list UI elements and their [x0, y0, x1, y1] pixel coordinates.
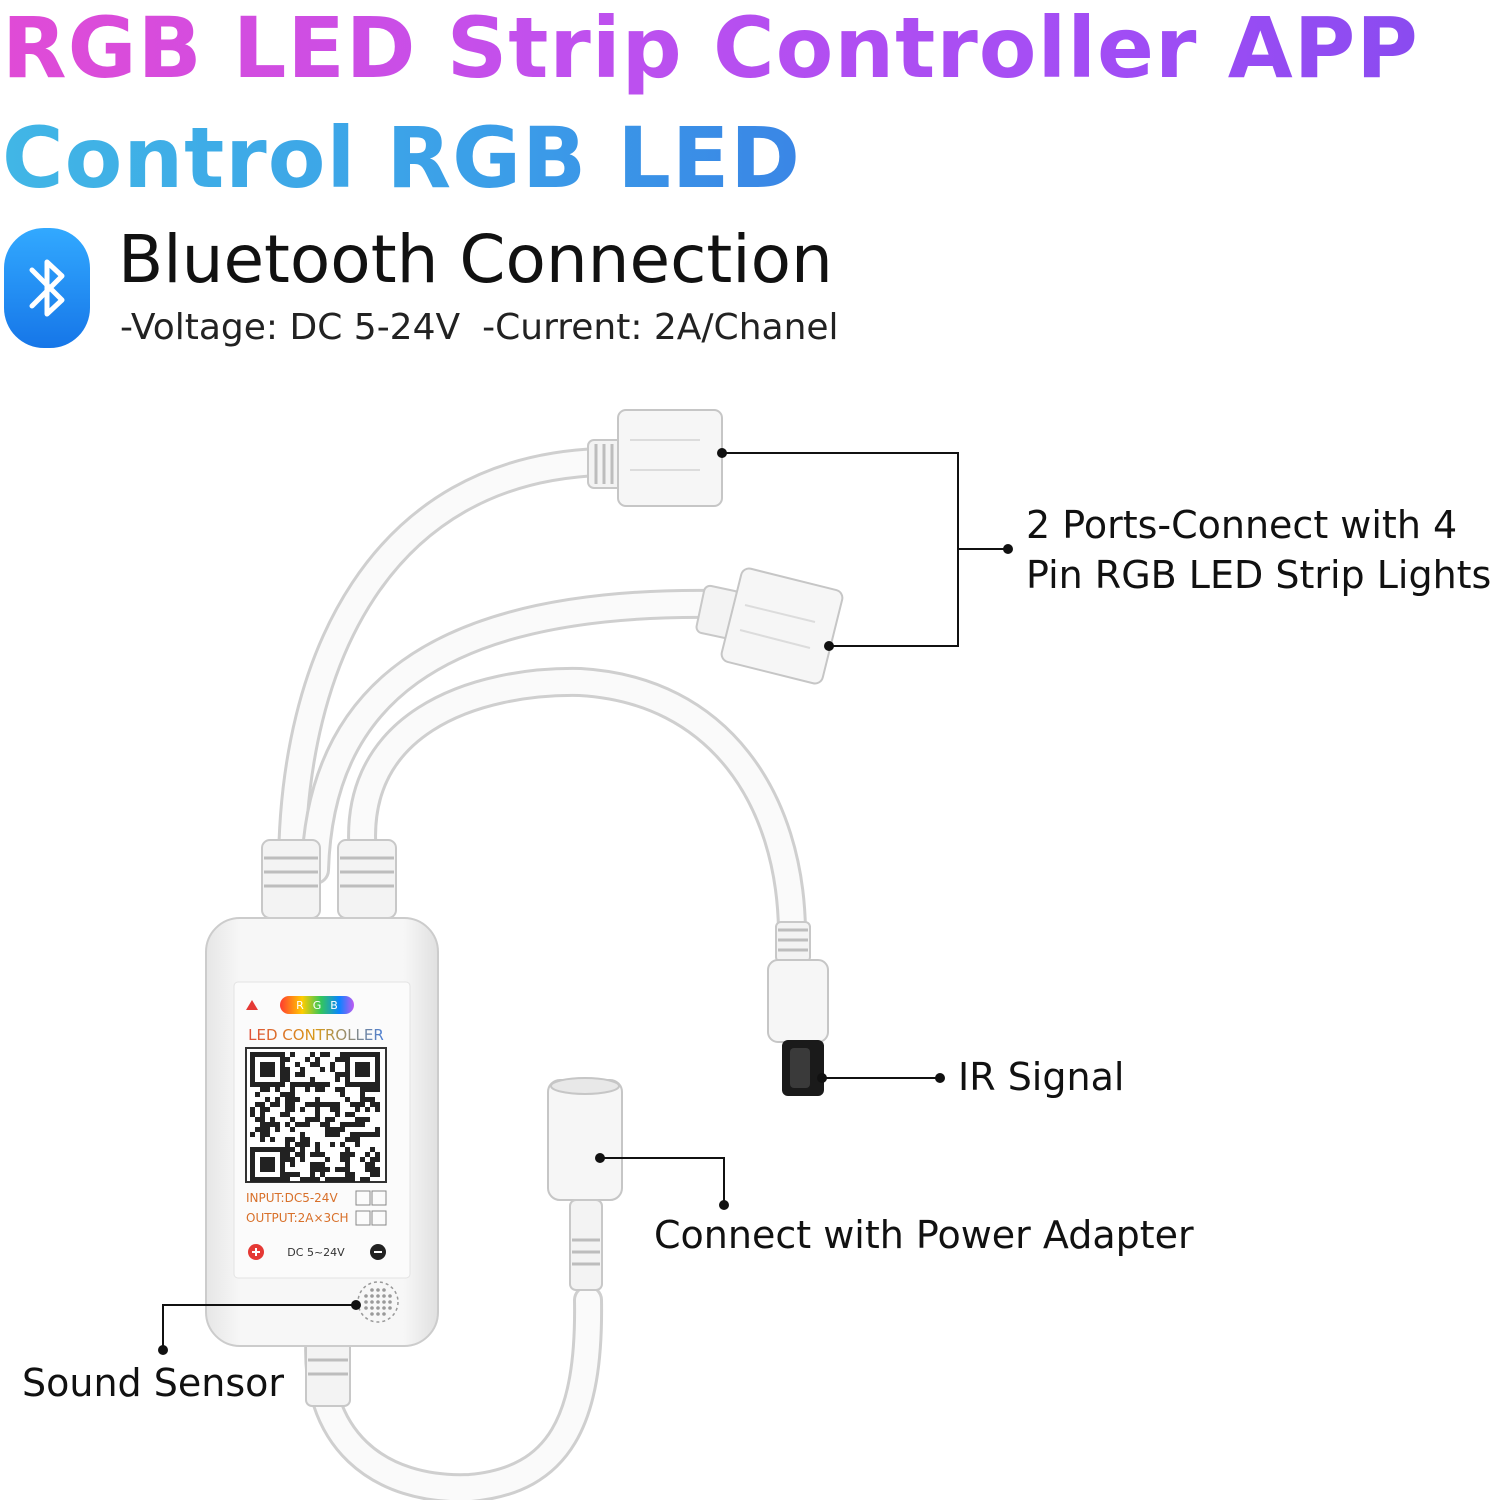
ce-mark-icon	[355, 1190, 371, 1206]
rgb-badge-b: B	[330, 999, 338, 1012]
callout-dots	[158, 448, 1013, 1355]
current-spec: -Current: 2A/Chanel	[482, 307, 839, 348]
rgb-badge-r: R	[296, 999, 304, 1012]
title-line-2: Control RGB LED	[2, 109, 802, 207]
rgb-port-2	[695, 567, 844, 685]
power-rating: DC 5~24V	[287, 1246, 345, 1259]
input-rating: INPUT:DC5-24V	[246, 1191, 338, 1205]
rgb-badge-g: G	[313, 999, 322, 1012]
rgb-badge	[280, 996, 354, 1014]
callout-lines	[162, 452, 1008, 1350]
sound-callout: Sound Sensor	[22, 1361, 284, 1405]
spec-line: -Voltage: DC 5-24V -Current: 2A/Chanel	[120, 306, 839, 350]
qr-code	[245, 1047, 387, 1183]
power-callout: Connect with Power Adapter	[654, 1213, 1194, 1257]
ports-callout-line-2: Pin RGB LED Strip Lights	[1026, 553, 1492, 597]
cables	[277, 447, 807, 1500]
output-rating: OUTPUT:2A×3CH	[246, 1211, 349, 1225]
power-jack	[547, 1077, 623, 1291]
controller-name: LED CONTROLLER	[248, 1026, 384, 1044]
voltage-spec: -Voltage: DC 5-24V	[120, 307, 461, 348]
bluetooth-icon	[4, 228, 90, 348]
rohs-mark-icon	[371, 1190, 387, 1206]
weee-mark-icon	[371, 1210, 387, 1226]
ir-connector	[767, 921, 829, 1096]
connection-heading: Bluetooth Connection	[118, 221, 833, 298]
rgb-port-1	[587, 409, 723, 507]
controller-body: R G B LED CONTROLLER INPUT:DC5-24V OUTPU…	[205, 917, 439, 1347]
fcc-mark-icon	[355, 1210, 371, 1226]
ir-callout: IR Signal	[958, 1055, 1125, 1099]
title-line-1: RGB LED Strip Controller APP	[2, 0, 1419, 97]
ports-callout-line-1: 2 Ports-Connect with 4	[1026, 503, 1458, 547]
